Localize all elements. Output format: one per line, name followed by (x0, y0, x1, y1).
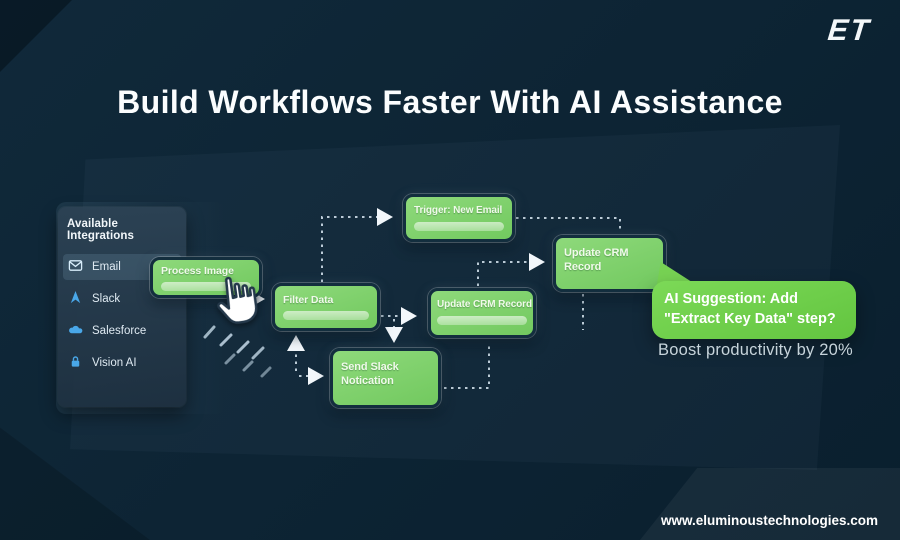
node-progress-bar (414, 221, 504, 231)
sidebar-header: Available Integrations (67, 218, 135, 242)
sidebar-item-slack[interactable]: Slack (63, 286, 181, 312)
et-logo: ET (825, 14, 872, 47)
node-label: Update CRM Record (564, 247, 629, 273)
node-update-crm-record[interactable]: Update CRM Record (428, 288, 536, 338)
ai-suggestion-line1: AI Suggestion: Add (664, 291, 798, 307)
sidebar-item-label: Slack (92, 293, 121, 305)
ai-suggestion-line2: "Extract Key Data" step? (664, 310, 836, 327)
sidebar-item-salesforce[interactable]: Salesforce (63, 318, 181, 344)
vision-ai-lock-icon (68, 354, 83, 372)
node-send-slack-notification[interactable]: Send Slack Notication (330, 348, 441, 408)
sidebar-item-vision-ai[interactable]: Vision AI (63, 350, 181, 376)
slack-icon (68, 290, 83, 308)
node-label: Filter Data (283, 294, 334, 306)
node-update-crm-record-2[interactable]: Update CRM Record (553, 235, 666, 292)
boost-productivity-caption: Boost productivity by 20% (658, 341, 853, 359)
sidebar-item-label: Vision AI (92, 357, 137, 369)
node-label: Update CRM Record (437, 299, 532, 310)
node-progress-bar (161, 282, 251, 292)
node-label: Process Image (161, 265, 234, 277)
available-integrations-panel: Available Integrations Email Slack Sales… (58, 207, 186, 407)
ai-suggestion-bubble[interactable]: AI Suggestion: Add "Extract Key Data" st… (652, 281, 856, 339)
page-title: Build Workflows Faster With AI Assistanc… (117, 84, 783, 120)
drag-motion-lines (203, 325, 272, 378)
corner-triangle-decor (0, 0, 72, 72)
bottom-left-decor (0, 427, 150, 540)
node-filter-data[interactable]: Filter Data (272, 283, 380, 331)
node-process-image[interactable]: Process Image (150, 257, 262, 298)
node-progress-bar (437, 315, 527, 325)
node-label: Send Slack Notication (341, 361, 399, 387)
sidebar-item-label: Email (92, 261, 121, 273)
node-progress-bar (283, 311, 369, 321)
salesforce-cloud-icon (68, 322, 83, 340)
sidebar-item-label: Salesforce (92, 325, 147, 337)
email-icon (68, 258, 83, 276)
node-label: Trigger: New Email (414, 205, 503, 216)
bottom-right-panel (640, 468, 900, 540)
node-trigger-new-email[interactable]: Trigger: New Email (403, 194, 515, 242)
website-url: www.eluminoustechnologies.com (660, 513, 878, 528)
